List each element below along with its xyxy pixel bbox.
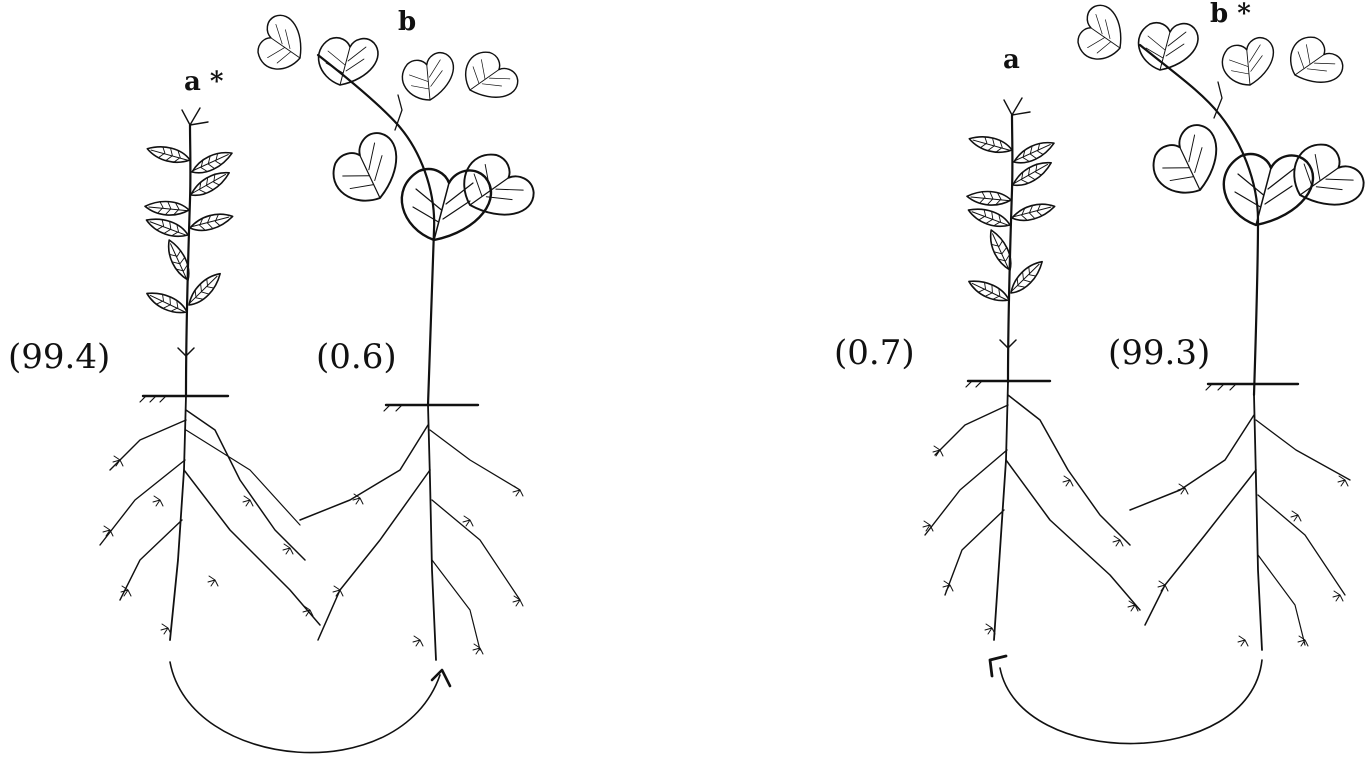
left-plant-b — [253, 11, 541, 660]
right-plant-b-label: b * — [1210, 0, 1251, 29]
left-plant-a — [100, 108, 320, 640]
left-plant-a-value: (99.4) — [8, 337, 110, 377]
right-plant-b-value: (99.3) — [1108, 333, 1210, 373]
left-panel: a * b (99.4) (0.6) — [8, 7, 541, 753]
right-panel: a b * (0.7) (99.3) — [834, 0, 1366, 744]
right-transfer-arrow — [990, 656, 1262, 744]
right-plant-a-value: (0.7) — [834, 333, 915, 373]
right-plant-a-label: a — [1003, 45, 1020, 75]
left-plant-a-label: a * — [184, 67, 224, 97]
left-plant-b-label: b — [398, 7, 416, 37]
left-transfer-arrow — [170, 662, 450, 753]
right-plant-b — [1073, 1, 1366, 650]
left-plant-b-value: (0.6) — [316, 337, 397, 377]
